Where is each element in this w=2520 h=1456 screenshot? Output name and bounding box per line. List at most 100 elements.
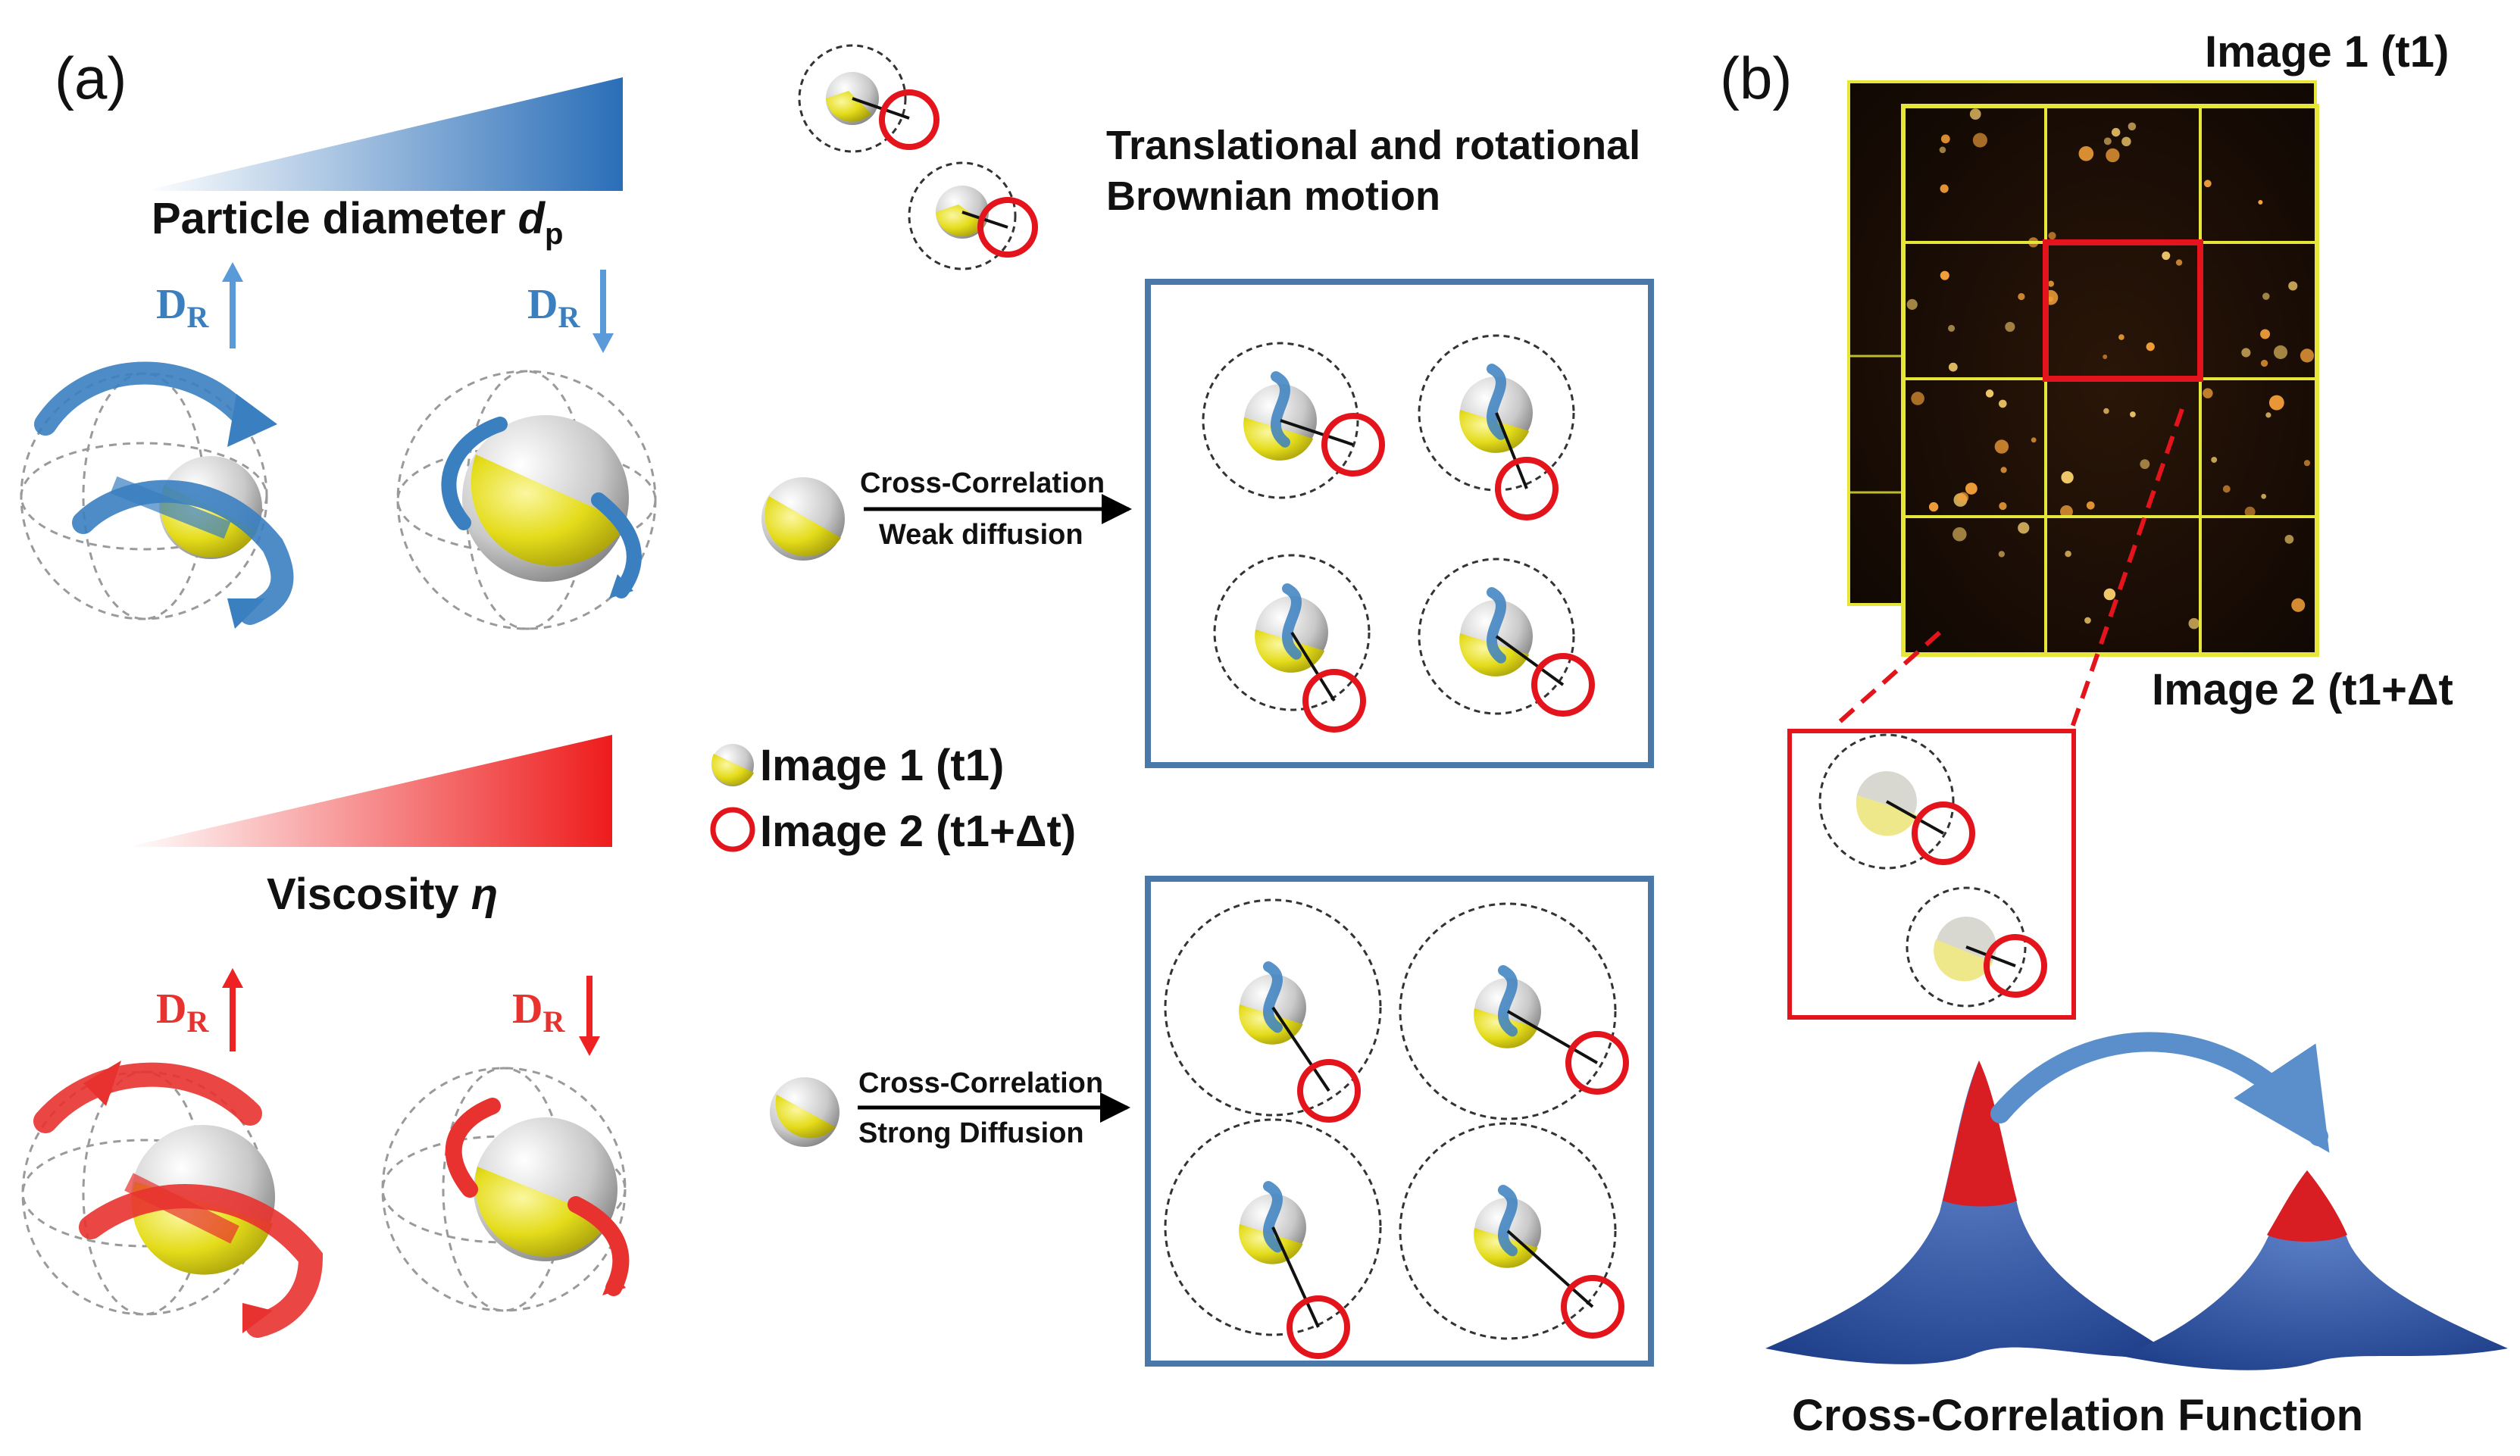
strong-particle-2 — [1399, 902, 1629, 1120]
fluorescent-dot — [2291, 598, 2306, 612]
fluorescent-dot — [2260, 329, 2271, 339]
fluorescent-dot — [1957, 492, 1969, 503]
motion-title-line1: Translational and rotational — [1106, 123, 1640, 168]
fluorescent-dot — [1948, 362, 1958, 372]
fluorescent-dot — [2000, 467, 2007, 473]
dr-down-blue: DR — [527, 270, 614, 353]
strong-arrow-bottom-label: Strong Diffusion — [858, 1117, 1084, 1149]
viscosity-gradient-wedge — [127, 735, 612, 847]
weak-arrow-bottom-label: Weak diffusion — [879, 519, 1083, 551]
fluorescent-dot — [2128, 122, 2137, 131]
fluorescent-dot — [2146, 342, 2155, 352]
svg-text:DR: DR — [512, 986, 565, 1039]
legend-ring-icon — [710, 807, 755, 852]
function-label: Cross-Correlation Function — [1792, 1391, 2363, 1440]
correlation-peak-1 — [1765, 1061, 2175, 1364]
strong-particle-1 — [1164, 898, 1382, 1123]
fluorescent-dot — [2203, 388, 2213, 398]
peak-shift-arrow — [1990, 1032, 2330, 1153]
viscosity-label: Viscosity η — [267, 870, 498, 919]
weak-particle-4 — [1418, 558, 1595, 717]
motion-title-line2: Brownian motion — [1106, 173, 1440, 219]
fluorescent-dot — [1965, 483, 1978, 495]
fluorescent-dot — [2188, 617, 2200, 630]
dr-up-blue: DR — [156, 262, 243, 348]
low-viscosity-particle — [21, 1061, 324, 1338]
fluorescent-dot — [2103, 137, 2112, 145]
fluorescent-dot — [2059, 505, 2073, 518]
correlation-peak-2 — [2121, 1170, 2508, 1370]
fluorescent-dot — [2284, 534, 2294, 544]
fluorescent-dot — [2047, 280, 2055, 287]
fluorescent-dot — [2260, 359, 2268, 367]
weak-particle-2 — [1418, 334, 1575, 520]
fluorescent-dot — [1998, 551, 2005, 558]
fluorescent-dot — [2261, 493, 2267, 499]
fluorescent-dot — [1928, 501, 1939, 512]
fluorescent-dot — [2268, 395, 2284, 411]
fluorescent-dot — [2273, 345, 2288, 359]
strong-particle-4 — [1399, 1122, 1624, 1340]
fluorescent-dot — [2078, 146, 2094, 161]
fluorescent-dot — [2175, 259, 2183, 266]
fluorescent-dot — [2222, 485, 2231, 493]
high-viscosity-particle — [381, 1067, 630, 1312]
fluorescent-dot — [1940, 134, 1950, 144]
fluorescent-dot — [2018, 522, 2030, 534]
fluorescent-dot — [1939, 146, 1946, 154]
fluorescent-dot — [1969, 108, 1981, 120]
fluorescent-dot — [1940, 270, 1949, 280]
image2-label: Image 2 (t1+Δt — [2152, 665, 2453, 714]
fluorescent-dot — [2118, 334, 2124, 340]
fluorescent-dot — [2203, 180, 2212, 188]
diameter-gradient-wedge — [144, 77, 623, 191]
fluorescent-dot — [1998, 399, 2007, 408]
fluorescent-dot — [2211, 457, 2218, 463]
svg-text:DR: DR — [156, 281, 209, 334]
legend-image2-label: Image 2 (t1+Δt) — [760, 807, 1076, 856]
fluorescent-dot — [1940, 184, 1949, 193]
fluorescent-dot — [2244, 506, 2256, 517]
panel-b-tag: (b) — [1720, 45, 1792, 111]
strong-diffusion-transition: Cross-Correlation Strong Diffusion — [770, 1067, 1130, 1149]
fluorescent-dot — [2061, 470, 2074, 484]
weak-arrow-top-label: Cross-Correlation — [860, 467, 1105, 499]
fluorescent-dot — [1972, 133, 1987, 148]
zoom-box-particles — [1818, 733, 2047, 1008]
diameter-label: Particle diameter dp — [152, 194, 563, 251]
weak-diffusion-particles — [1202, 334, 1595, 733]
strong-diffusion-particles — [1164, 898, 1629, 1359]
fluorescent-dot — [2084, 617, 2091, 624]
fluorescent-dot — [1985, 389, 1994, 398]
fluorescent-dot — [2103, 588, 2116, 601]
fluorescent-dot — [2048, 232, 2056, 240]
fluorescent-dot — [1994, 439, 2009, 454]
translational-example-top — [798, 44, 1038, 270]
fluorescent-dot — [2265, 412, 2271, 418]
zoom-line-left — [1832, 630, 1941, 730]
fluorescent-particles — [1906, 108, 2315, 630]
interrogation-window — [2043, 239, 2203, 382]
fluorescent-dot — [2111, 127, 2121, 137]
large-particle-slow-rotation — [396, 370, 657, 630]
fluorescent-dot — [2130, 411, 2136, 417]
fluorescent-dot — [1906, 298, 1918, 310]
fluorescent-dot — [2103, 408, 2109, 414]
fluorescent-dot — [2065, 550, 2071, 558]
strong-diffusion-frame — [1145, 876, 1654, 1367]
fluorescent-dot — [2140, 459, 2150, 470]
fluorescent-dot — [1948, 324, 1956, 332]
dr-down-red: DR — [512, 976, 600, 1056]
fluorescent-dot — [2106, 148, 2120, 163]
fluorescent-dot — [1911, 392, 1924, 405]
panel-a-tag: (a) — [55, 45, 127, 111]
svg-text:DR: DR — [156, 986, 209, 1039]
fluorescent-dot — [2018, 292, 2025, 301]
legend: Image 1 (t1) Image 2 (t1+Δt) — [710, 741, 1076, 856]
fluorescent-dot — [1999, 501, 2007, 511]
fluorescent-dot — [2300, 348, 2315, 363]
fluorescent-dot — [1953, 526, 1967, 542]
image1-label: Image 1 (t1) — [2205, 27, 2449, 77]
